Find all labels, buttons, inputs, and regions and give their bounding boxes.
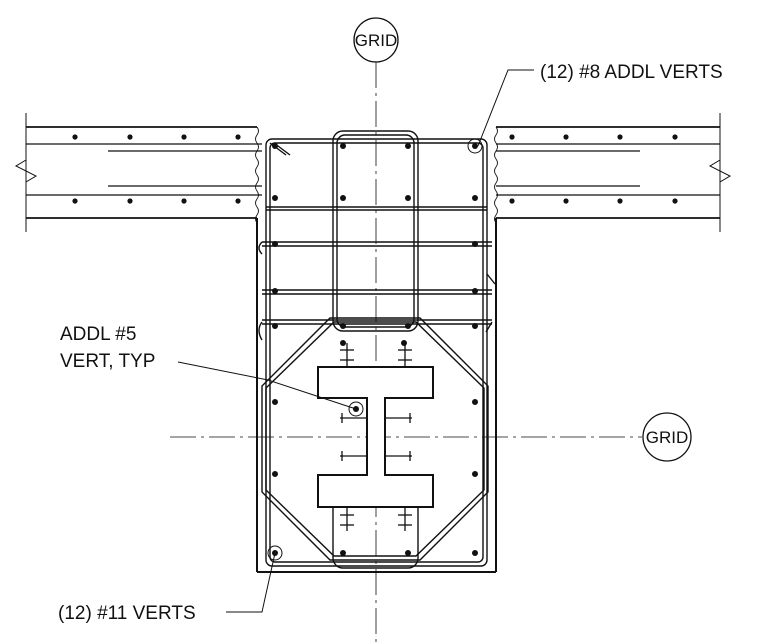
grid-bubble-horizontal: GRID bbox=[642, 412, 692, 462]
grid-label-vertical: GRID bbox=[355, 31, 398, 50]
grid-centerlines bbox=[170, 62, 642, 642]
wall-bar-dots bbox=[72, 134, 678, 204]
wall-rebar bbox=[26, 143, 720, 196]
callout-addl-5-line2: VERT, TYP bbox=[60, 351, 155, 372]
grid-bubble-vertical: GRID bbox=[353, 17, 399, 63]
callout-bar-circles bbox=[267, 138, 483, 561]
callout-addl-5-line1: ADDL #5 bbox=[60, 324, 136, 345]
callout-11-verts: (12) #11 VERTS bbox=[58, 603, 196, 624]
embedded-steel-section bbox=[317, 366, 434, 508]
grid-label-horizontal: GRID bbox=[646, 428, 689, 447]
break-lines bbox=[14, 113, 732, 232]
column-outline bbox=[256, 218, 497, 573]
cold-joint-lines bbox=[255, 126, 498, 224]
column-bar-dots bbox=[272, 143, 478, 556]
callout-addl-verts: (12) #8 ADDL VERTS bbox=[540, 62, 723, 83]
leader-lines bbox=[177, 69, 534, 613]
shear-studs bbox=[340, 343, 412, 531]
